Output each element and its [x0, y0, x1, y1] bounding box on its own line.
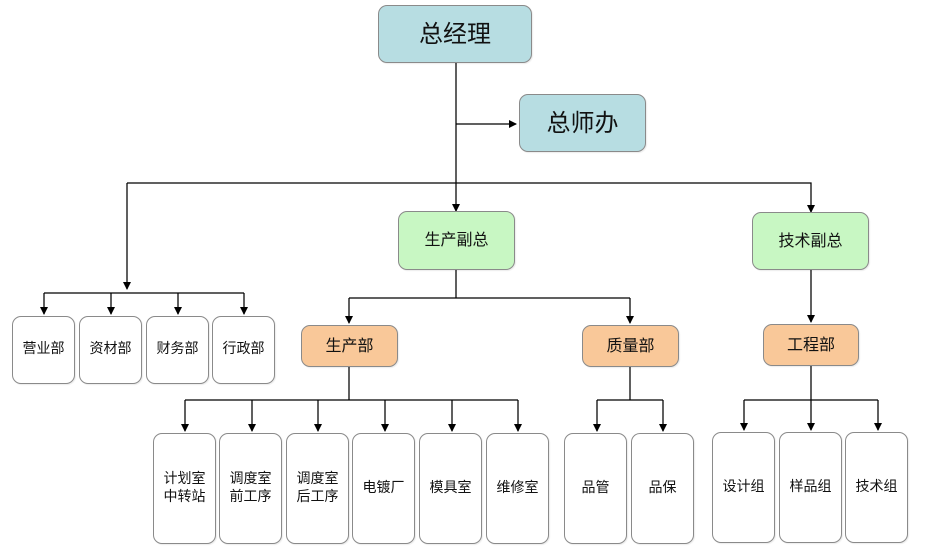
sample-group-node: 样品组 [779, 432, 842, 543]
electroplating-factory-node: 电镀厂 [352, 433, 415, 544]
connector-upper-branch [127, 182, 815, 213]
technical-group-node: 技术组 [845, 432, 908, 543]
engineering-department-node: 工程部 [763, 324, 859, 366]
production-department-node: 生产部 [301, 325, 398, 367]
technical-vice-president-node: 技术副总 [752, 212, 869, 270]
production-vice-president-node: 生产副总 [398, 211, 515, 270]
planning-transfer-node: 计划室 中转站 [153, 433, 216, 544]
administration-department-node: 行政部 [212, 316, 275, 384]
maintenance-room-node: 维修室 [486, 433, 549, 544]
finance-department-node: 财务部 [146, 316, 209, 384]
scheduling-front-process-node: 调度室 前工序 [219, 433, 282, 544]
mold-room-node: 模具室 [419, 433, 482, 544]
general-office-node: 总师办 [519, 94, 646, 152]
quality-assurance-node: 品保 [631, 433, 694, 544]
quality-department-node: 质量部 [582, 325, 679, 367]
sales-department-node: 营业部 [12, 316, 75, 384]
design-group-node: 设计组 [712, 432, 775, 543]
materials-department-node: 资材部 [79, 316, 142, 384]
quality-control-node: 品管 [564, 433, 627, 544]
scheduling-back-process-node: 调度室 后工序 [286, 433, 349, 544]
general-manager-node: 总经理 [378, 5, 532, 63]
